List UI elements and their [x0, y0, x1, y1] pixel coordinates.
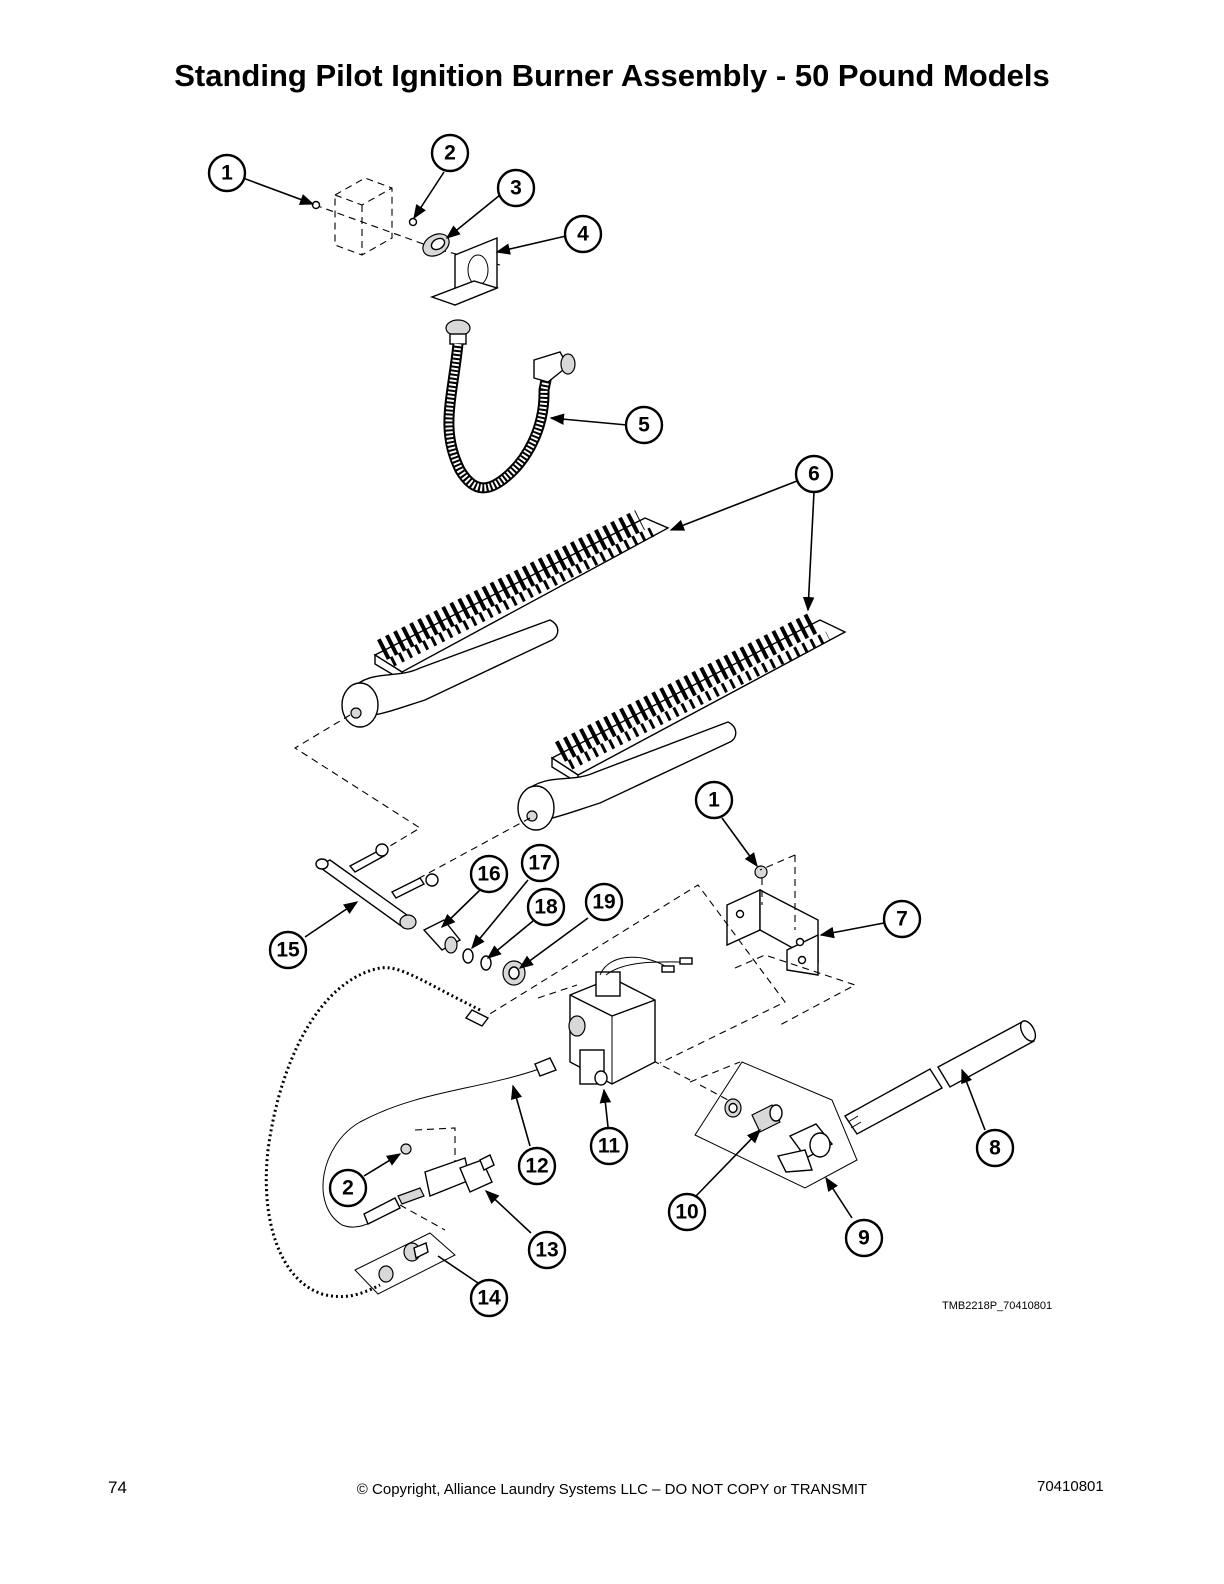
callout-11: 11 — [589, 1126, 629, 1166]
callout-1-right: 1 — [694, 780, 734, 820]
callout-19: 19 — [584, 882, 624, 922]
callout-16: 16 — [469, 854, 509, 894]
callout-label: 6 — [808, 463, 820, 486]
callout-label: 4 — [577, 223, 589, 246]
callout-label: 2 — [444, 142, 456, 165]
callout-15: 15 — [268, 930, 308, 970]
callout-17: 17 — [520, 843, 560, 883]
callout-label: 10 — [675, 1201, 698, 1224]
fitting-kit-part-9 — [689, 1061, 858, 1189]
callout-label: 9 — [858, 1227, 870, 1250]
screw-part-1-top — [311, 200, 321, 210]
washer-part-17 — [462, 948, 474, 964]
callout-5: 5 — [624, 405, 664, 445]
burner-alignment-lines — [293, 714, 531, 883]
callout-label: 14 — [477, 1287, 501, 1310]
callout-1-top: 1 — [207, 153, 247, 193]
callout-label: 18 — [534, 896, 558, 919]
callout-2-top: 2 — [430, 133, 470, 173]
burner-upper-part-6 — [341, 510, 670, 728]
washer-part-18 — [480, 955, 492, 971]
leader-lines — [242, 171, 986, 1284]
drawing-reference: TMB2218P_70410801 — [942, 1300, 1053, 1312]
flex-conduit-part-5 — [443, 319, 576, 494]
callout-label: 2 — [342, 1177, 354, 1200]
thermocouple-lead-part-14 — [264, 966, 490, 1299]
callout-label: 1 — [708, 789, 720, 812]
callout-label: 7 — [896, 908, 908, 931]
callout-8: 8 — [975, 1128, 1015, 1168]
callout-6: 6 — [794, 454, 834, 494]
callout-9: 9 — [844, 1218, 884, 1258]
mounting-bracket-part-4 — [429, 236, 500, 307]
nut-part-19 — [502, 960, 526, 986]
callout-label: 8 — [989, 1137, 1001, 1160]
callout-7: 7 — [882, 899, 922, 939]
pilot-tube-part-12 — [322, 1057, 557, 1228]
callout-label: 1 — [221, 162, 233, 185]
callout-12: 12 — [517, 1146, 557, 1186]
callout-13: 13 — [527, 1230, 567, 1270]
bracket-alignment-lines — [734, 854, 857, 1026]
screw-part-1-right — [754, 865, 768, 879]
pilot-bracket-part-13 — [363, 1127, 495, 1231]
document-number: 70410801 — [1037, 1478, 1104, 1495]
callout-label: 13 — [535, 1239, 558, 1262]
callout-label: 17 — [528, 852, 551, 875]
screw-part-2-top — [408, 217, 418, 227]
grommet-part-3 — [422, 233, 450, 257]
pilot-orifice-kit-part-14 — [354, 1232, 456, 1295]
callout-label: 3 — [510, 177, 522, 200]
gas-valve-part-11 — [568, 956, 693, 1086]
manifold-part-15 — [315, 843, 439, 930]
callout-label: 12 — [525, 1155, 548, 1178]
mounting-bracket-part-7 — [726, 888, 819, 976]
callout-18: 18 — [526, 887, 566, 927]
page-number: 74 — [108, 1478, 127, 1497]
callout-label: 19 — [592, 891, 615, 914]
valve-alignment-lines — [479, 884, 786, 1081]
nipple-part-16 — [422, 919, 462, 954]
callout-3: 3 — [496, 168, 536, 208]
burner-lower-part-6 — [517, 612, 847, 831]
callout-10: 10 — [667, 1192, 707, 1232]
copyright-notice: © Copyright, Alliance Laundry Systems LL… — [356, 1481, 868, 1498]
callout-label: 16 — [477, 863, 500, 886]
callout-14: 14 — [469, 1278, 509, 1318]
callout-4: 4 — [563, 214, 603, 254]
callout-label: 15 — [276, 939, 300, 962]
pipe-part-8 — [843, 1020, 1037, 1135]
callout-2-lower: 2 — [328, 1168, 368, 1208]
page-title: Standing Pilot Ignition Burner Assembly … — [174, 58, 1050, 93]
callout-label: 11 — [598, 1135, 621, 1158]
callout-label: 5 — [638, 414, 650, 437]
